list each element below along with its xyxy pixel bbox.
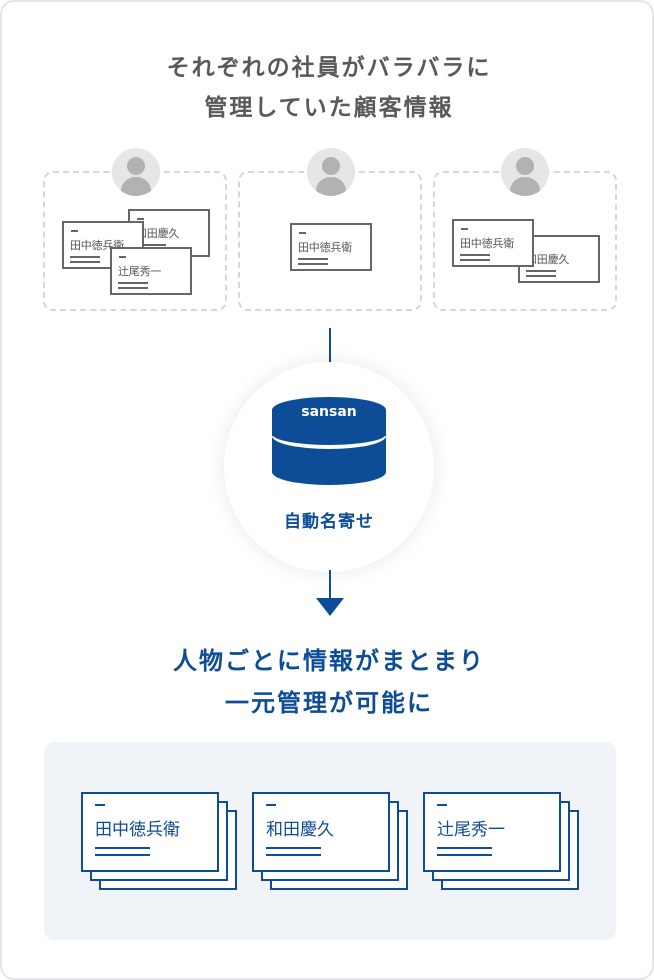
connector-line-bottom [329,570,331,600]
person-icon [307,148,355,196]
name-card-name: 和田慶久 [526,253,570,266]
name-card: 田中徳兵衛 [290,223,372,271]
name-card: 田中徳兵衛 [81,792,219,872]
name-card-name: 辻尾秀一 [437,820,505,840]
card-stack: 和田慶久 [252,792,408,890]
name-card: 辻尾秀一 [423,792,561,872]
connector-line-top [329,328,331,364]
brand-logo-text: sansan [301,404,357,420]
hub-label: 自動名寄せ [284,512,374,532]
database-icon: sansan [272,397,386,485]
top-title-line2: 管理していた顧客情報 [204,95,454,121]
top-title-line1: それぞれの社員がバラバラに [166,55,492,81]
result-panel: 田中徳兵衛 和田慶久 辻尾秀一 [44,742,616,940]
name-card: 和田慶久 [252,792,390,872]
person-icon [112,148,160,196]
card-stack: 田中徳兵衛 [81,792,237,890]
name-card-name: 田中徳兵衛 [460,237,514,250]
result-title-line1: 人物ごとに情報がまとまり [173,647,485,675]
sansan-hub: sansan 自動名寄せ [224,362,434,572]
name-card-name: 和田慶久 [136,227,180,240]
name-card-name: 和田慶久 [266,820,334,840]
name-card: 辻尾秀一 [110,247,192,295]
name-card-name: 田中徳兵衛 [95,820,180,840]
name-card-name: 辻尾秀一 [118,265,162,278]
name-card-name: 田中徳兵衛 [298,241,352,254]
result-title-line2: 一元管理が可能に [225,689,433,717]
arrow-down-icon [316,598,344,616]
name-card: 田中徳兵衛 [452,219,534,267]
person-icon [501,148,549,196]
card-stack: 辻尾秀一 [423,792,579,890]
